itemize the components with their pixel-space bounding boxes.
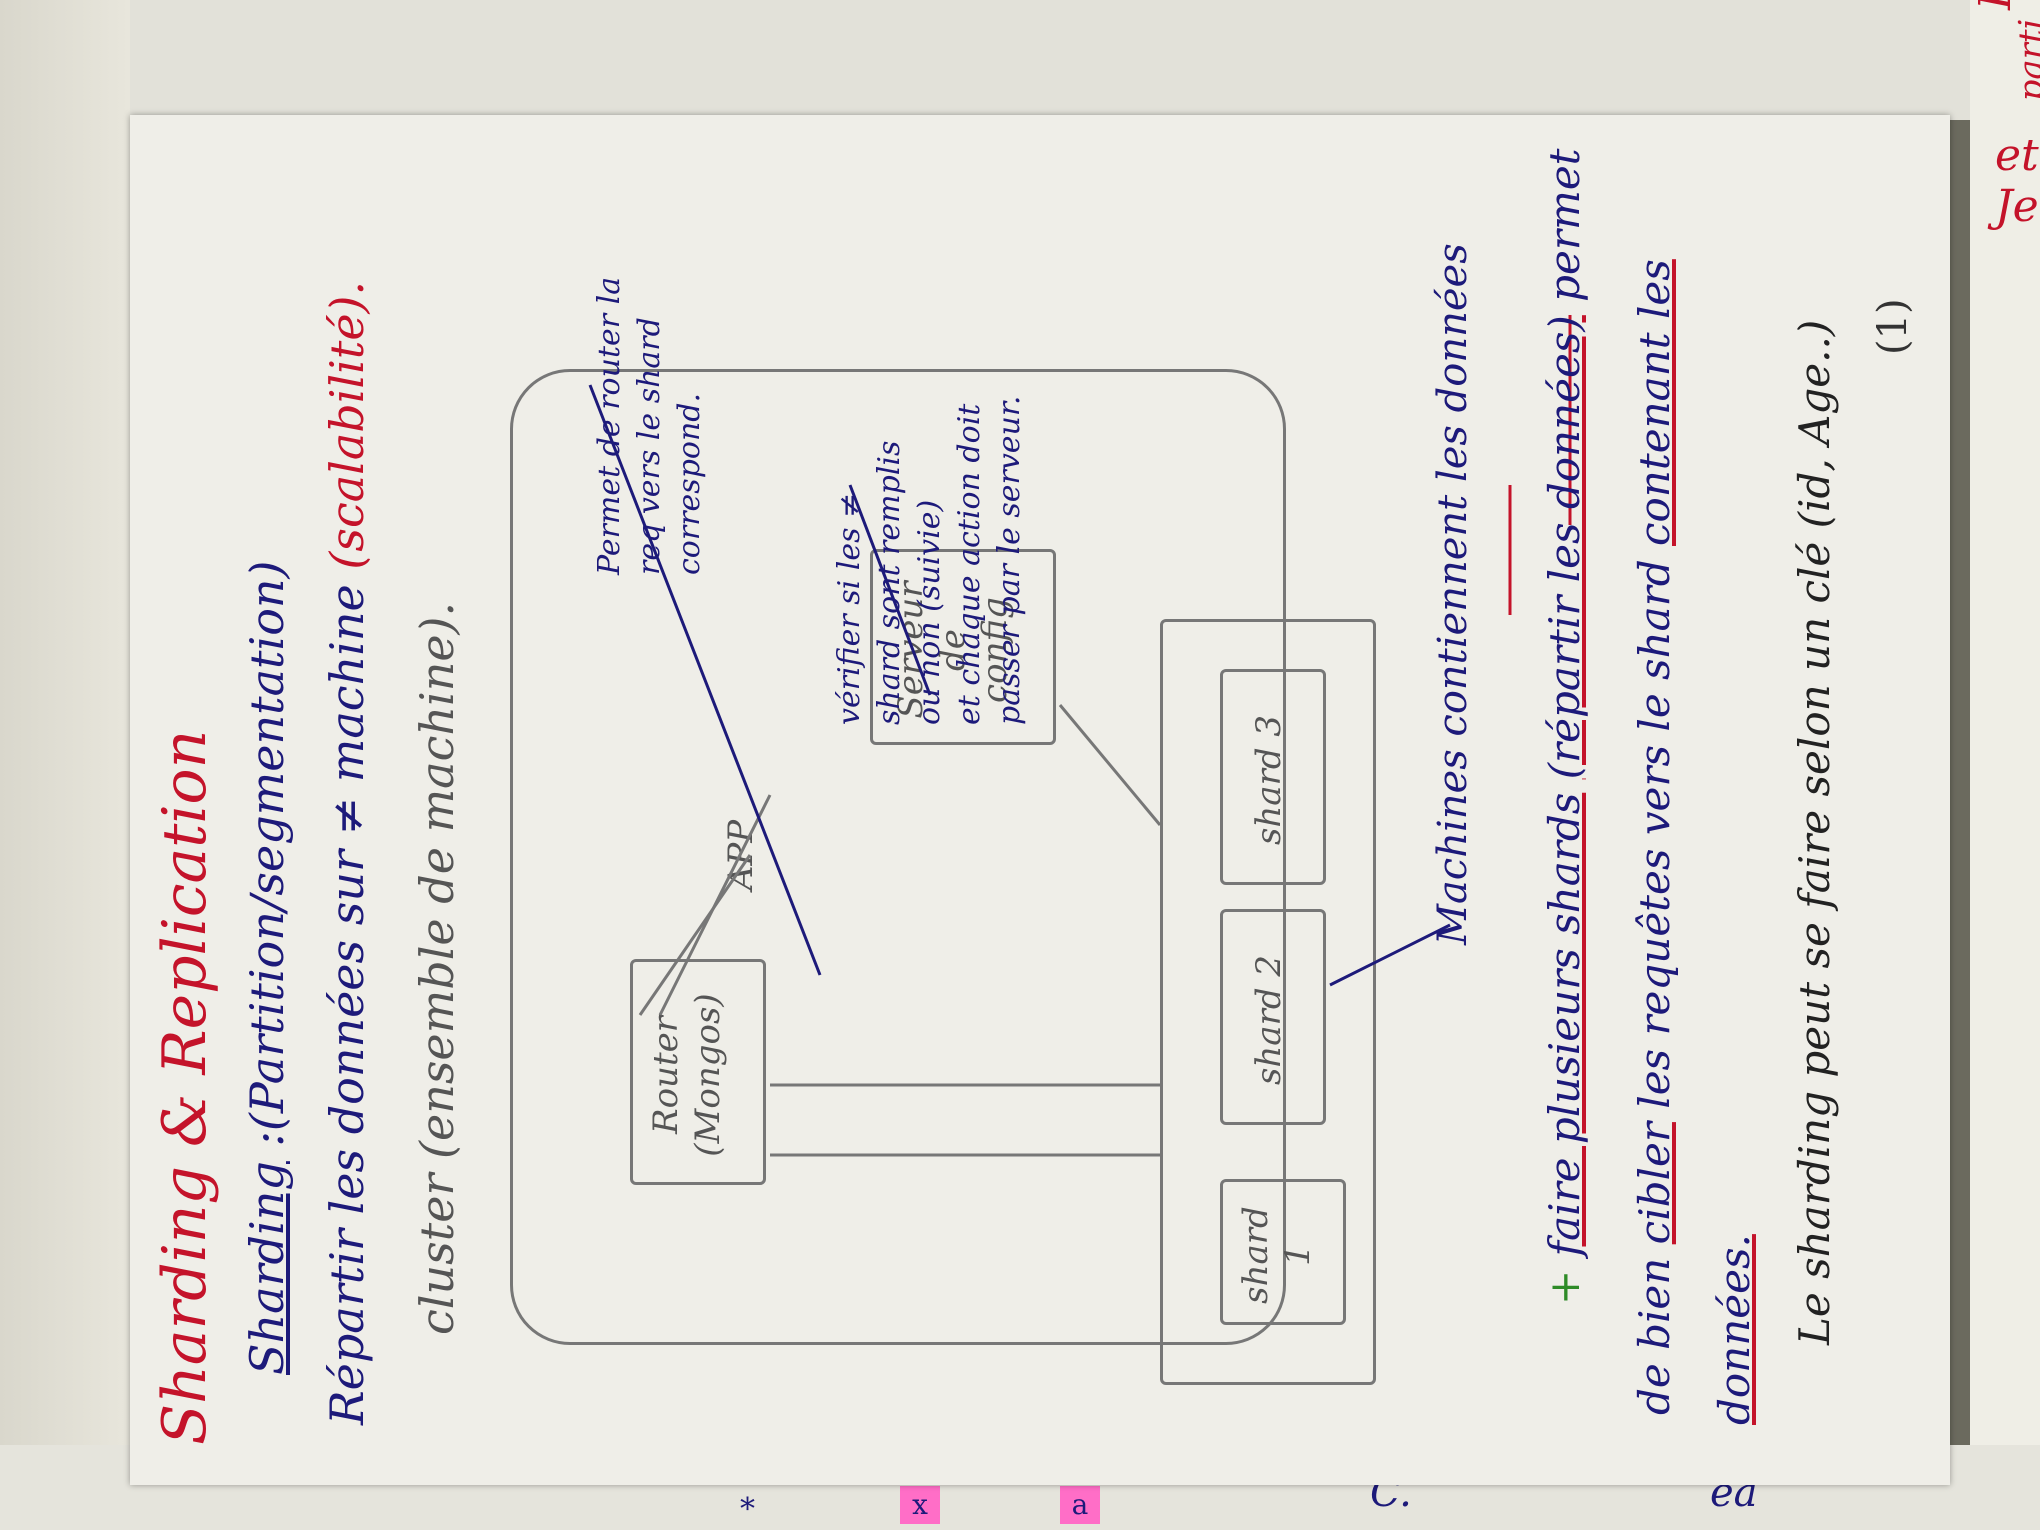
background-star: * bbox=[740, 1492, 755, 1527]
router-note: Permet de router la req vers le shard co… bbox=[590, 277, 710, 575]
page-number: (1) bbox=[1870, 298, 1916, 355]
bullet-line2a: de bien bbox=[1630, 1257, 1679, 1415]
router-note-line-1: Permet de router la bbox=[592, 276, 627, 575]
bullet-line2b: cibler bbox=[1630, 1122, 1679, 1245]
rotated-page-content: Sharding & Replication Sharding :(Partit… bbox=[130, 115, 1950, 1485]
bullet-line2c: les requêtes vers le shard bbox=[1630, 559, 1679, 1109]
bullet-part2: (répartir les données) bbox=[1540, 315, 1589, 780]
machines-note: Machines contiennent les données bbox=[1430, 243, 1476, 945]
bullet-line-3: données. bbox=[1710, 1234, 1759, 1425]
background-tag-a: a bbox=[1060, 1486, 1100, 1524]
background-text-jer: et Jer bbox=[1995, 130, 2040, 232]
app-to-router-arrow bbox=[638, 854, 752, 1016]
config-note-line-5: passer par le serveur. bbox=[992, 395, 1027, 725]
bullet-line2d: contenant les bbox=[1630, 259, 1679, 546]
background-page-left bbox=[0, 0, 130, 1530]
config-note-line-4: et chaque action doit bbox=[952, 403, 987, 725]
config-note-line-1: vérifier si les ≠ bbox=[832, 492, 867, 725]
bullet-marker: + bbox=[1540, 1269, 1589, 1305]
machines-note-pointer bbox=[1329, 923, 1451, 987]
background-tag-x: x bbox=[900, 1486, 940, 1524]
background-text-parti: parti bbox=[2011, 18, 2040, 102]
config-note: vérifier si les ≠ shard sont remplis ou … bbox=[830, 396, 1030, 725]
background-text-pem: Pem bbox=[1970, 0, 2021, 10]
notebook-sheet: Sharding & Replication Sharding :(Partit… bbox=[130, 115, 1950, 1485]
config-note-line-3: ou non (suivie) bbox=[912, 499, 947, 725]
config-note-pointer bbox=[848, 484, 932, 696]
config-to-router-arrow bbox=[658, 794, 772, 1016]
bullet-line-1: + faire plusieurs shards (répartir les d… bbox=[1540, 148, 1589, 1305]
background-page-right bbox=[1970, 0, 2040, 1530]
diagram-arrows bbox=[588, 315, 1572, 1157]
final-line: Le sharding peut se faire selon un clé (… bbox=[1790, 319, 1839, 1345]
bullet-part3: permet bbox=[1540, 148, 1589, 302]
bullet-part1: faire plusieurs shards bbox=[1540, 792, 1589, 1257]
router-note-line-3: correspond. bbox=[672, 392, 707, 575]
router-note-line-2: req vers le shard bbox=[632, 317, 667, 575]
config-note-line-2: shard sont remplis bbox=[872, 440, 907, 725]
background-page-top bbox=[0, 0, 2040, 120]
bullet-line-2: de bien cibler les requêtes vers le shar… bbox=[1630, 259, 1679, 1415]
router-note-pointer bbox=[588, 384, 822, 976]
config-to-shards-arrow bbox=[1058, 704, 1162, 826]
